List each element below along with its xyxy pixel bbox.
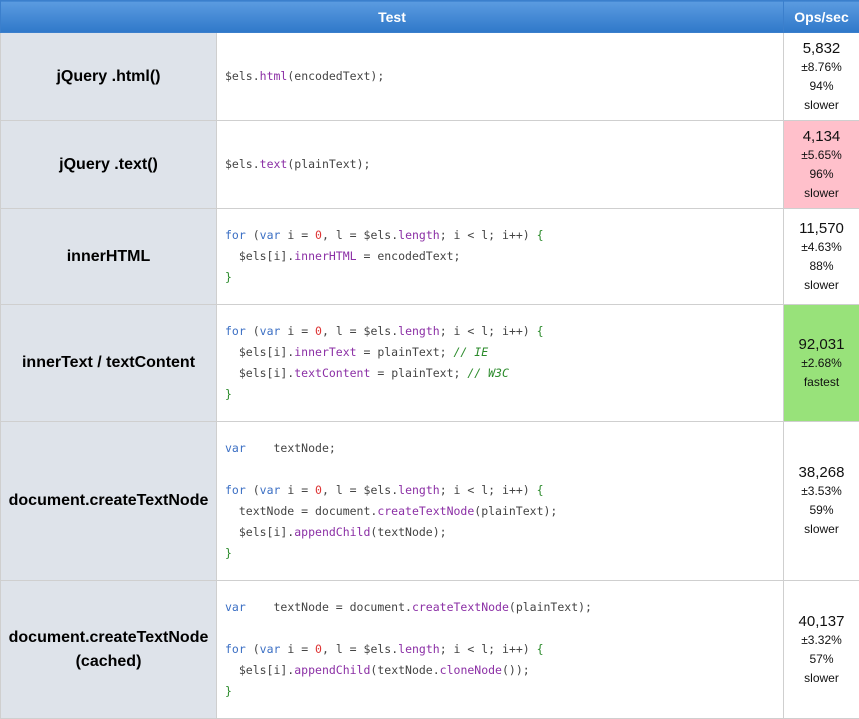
ops-error: ±2.68%: [784, 354, 859, 373]
ops-value: 11,570: [784, 219, 859, 238]
code-block: $els.text(plainText);: [225, 154, 775, 175]
table-row: document.createTextNode var textNode; fo…: [1, 422, 859, 581]
test-code: for (var i = 0, l = $els.length; i < l; …: [217, 305, 784, 422]
ops-result-slowest: 4,134 ±5.65% 96% slower: [784, 121, 859, 209]
test-name: jQuery .text(): [1, 121, 217, 209]
ops-error: ±8.76%: [784, 58, 859, 77]
code-block: var textNode = document.createTextNode(p…: [225, 597, 775, 702]
test-code: var textNode = document.createTextNode(p…: [217, 581, 784, 719]
table-row: jQuery .html() $els.html(encodedText); 5…: [1, 33, 859, 121]
ops-error: ±3.53%: [784, 482, 859, 501]
table-row: jQuery .text() $els.text(plainText); 4,1…: [1, 121, 859, 209]
code-block: for (var i = 0, l = $els.length; i < l; …: [225, 321, 775, 405]
test-code: var textNode; for (var i = 0, l = $els.l…: [217, 422, 784, 581]
ops-percent: 88%: [784, 257, 859, 276]
code-block: var textNode; for (var i = 0, l = $els.l…: [225, 438, 775, 564]
ops-rank: slower: [784, 184, 859, 203]
ops-percent: 94%: [784, 77, 859, 96]
ops-result: 11,570 ±4.63% 88% slower: [784, 209, 859, 305]
ops-result-fastest: 92,031 ±2.68% fastest: [784, 305, 859, 422]
ops-value: 40,137: [784, 612, 859, 631]
test-name: innerText / textContent: [1, 305, 217, 422]
ops-rank: slower: [784, 276, 859, 295]
test-name: jQuery .html(): [1, 33, 217, 121]
header-test: Test: [1, 1, 784, 33]
test-code: $els.html(encodedText);: [217, 33, 784, 121]
ops-result: 40,137 ±3.32% 57% slower: [784, 581, 859, 719]
test-code: for (var i = 0, l = $els.length; i < l; …: [217, 209, 784, 305]
ops-error: ±4.63%: [784, 238, 859, 257]
ops-error: ±3.32%: [784, 631, 859, 650]
table-row: document.createTextNode (cached) var tex…: [1, 581, 859, 719]
ops-value: 38,268: [784, 463, 859, 482]
ops-rank: slower: [784, 669, 859, 688]
table-row: innerText / textContent for (var i = 0, …: [1, 305, 859, 422]
ops-rank: slower: [784, 520, 859, 539]
ops-percent: 57%: [784, 650, 859, 669]
ops-value: 5,832: [784, 39, 859, 58]
table-header-row: Test Ops/sec: [1, 1, 859, 33]
test-code: $els.text(plainText);: [217, 121, 784, 209]
ops-value: 4,134: [784, 127, 859, 146]
ops-rank: fastest: [784, 373, 859, 392]
test-name: document.createTextNode: [1, 422, 217, 581]
ops-percent: 96%: [784, 165, 859, 184]
ops-result: 5,832 ±8.76% 94% slower: [784, 33, 859, 121]
table-row: innerHTML for (var i = 0, l = $els.lengt…: [1, 209, 859, 305]
code-block: for (var i = 0, l = $els.length; i < l; …: [225, 225, 775, 288]
header-ops-per-sec: Ops/sec: [784, 1, 859, 33]
test-name: document.createTextNode (cached): [1, 581, 217, 719]
ops-value: 92,031: [784, 335, 859, 354]
ops-error: ±5.65%: [784, 146, 859, 165]
ops-percent: 59%: [784, 501, 859, 520]
ops-rank: slower: [784, 96, 859, 115]
test-name: innerHTML: [1, 209, 217, 305]
code-block: $els.html(encodedText);: [225, 66, 775, 87]
ops-result: 38,268 ±3.53% 59% slower: [784, 422, 859, 581]
